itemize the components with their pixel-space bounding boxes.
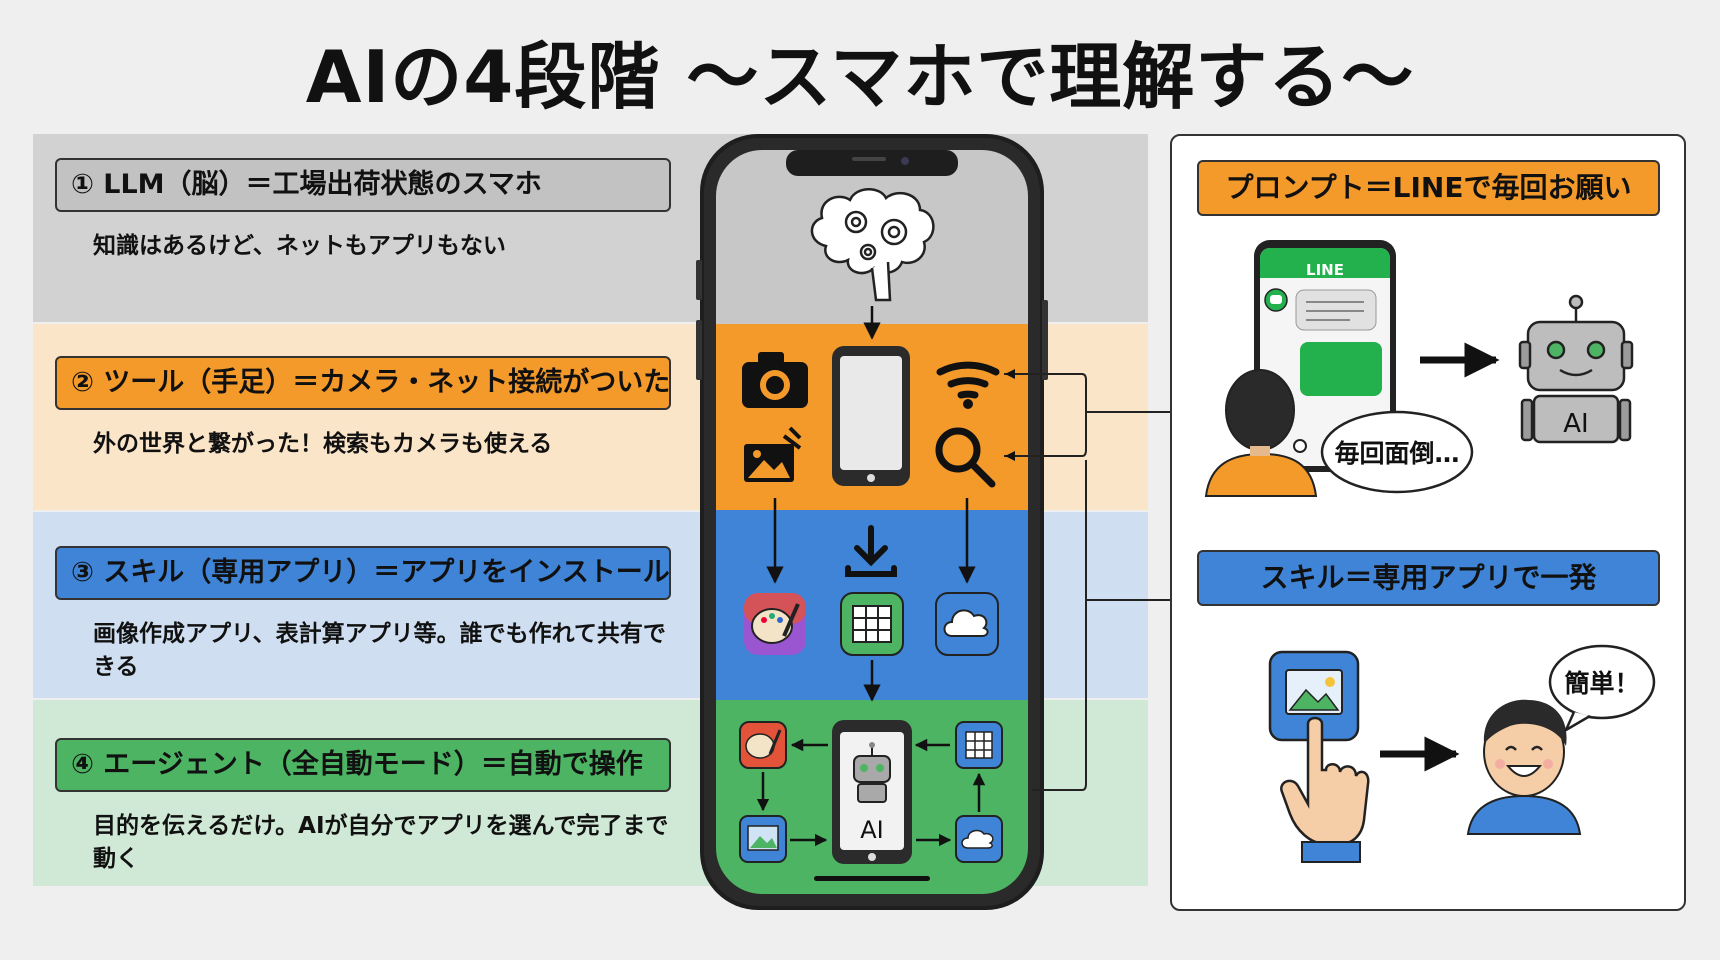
small-phone-icon bbox=[832, 346, 910, 486]
home-indicator bbox=[814, 876, 930, 881]
tapping-hand-icon bbox=[1280, 716, 1370, 863]
stage4-image-icon bbox=[739, 815, 787, 863]
image-app-button-icon bbox=[1268, 650, 1360, 742]
stage-1-label: ① LLM（脳）＝工場出荷状態のスマホ bbox=[55, 158, 671, 212]
stage-4-desc: 目的を伝えるだけ。AIが自分でアプリを選んで完了まで動く bbox=[93, 813, 669, 872]
easy-speech-bubble: 簡単！ bbox=[1548, 644, 1656, 732]
complain-speech-text: 毎回面倒… bbox=[1334, 439, 1459, 468]
line-header-label: LINE bbox=[1306, 261, 1344, 279]
easy-speech-text: 簡単！ bbox=[1564, 669, 1639, 698]
robot-icon: AI bbox=[1518, 294, 1634, 444]
happy-person-icon bbox=[1466, 699, 1582, 835]
wifi-icon bbox=[936, 361, 1000, 409]
page-title: AIの4段階 〜スマホで理解する〜 bbox=[305, 35, 1415, 119]
stage-4-label: ④ エージェント（全自動モード）＝自動で操作 bbox=[55, 738, 671, 792]
search-icon bbox=[935, 427, 996, 488]
prompt-label: プロンプト＝LINEで毎回お願い bbox=[1197, 160, 1660, 216]
person-back-icon bbox=[1204, 369, 1318, 497]
image-edit-icon bbox=[744, 426, 802, 482]
stage-3-desc: 画像作成アプリ、表計算アプリ等。誰でも作れて共有できる bbox=[93, 621, 666, 680]
stage-3-label: ③ スキル（専用アプリ）＝アプリをインストール bbox=[55, 546, 671, 600]
download-icon bbox=[845, 525, 897, 577]
connector-lines bbox=[1004, 373, 1170, 791]
robot-label: AI bbox=[1563, 409, 1588, 439]
stage4-cloud-icon bbox=[955, 815, 1003, 863]
spreadsheet-app-icon bbox=[840, 592, 904, 656]
robot-phone-icon: AI bbox=[832, 720, 912, 864]
stage-2-label: ② ツール（手足）＝カメラ・ネット接続がついた bbox=[55, 356, 671, 410]
central-phone bbox=[696, 134, 1048, 910]
complain-speech-bubble: 毎回面倒… bbox=[1320, 410, 1474, 494]
phone-notch bbox=[786, 150, 958, 176]
cloud-app-icon bbox=[935, 592, 999, 656]
stage-2-desc: 外の世界と繋がった！検索もカメラも使える bbox=[93, 431, 553, 457]
robot-phone-label: AI bbox=[860, 816, 884, 844]
camera-icon bbox=[742, 352, 808, 408]
stage-1-desc: 知識はあるけど、ネットもアプリもない bbox=[93, 233, 506, 259]
paint-app-icon bbox=[744, 593, 806, 655]
brain-icon bbox=[810, 188, 935, 302]
stage4-spreadsheet-icon bbox=[955, 721, 1003, 769]
skill-label: スキル＝専用アプリで一発 bbox=[1197, 550, 1660, 606]
stage4-paint-icon bbox=[739, 721, 787, 769]
